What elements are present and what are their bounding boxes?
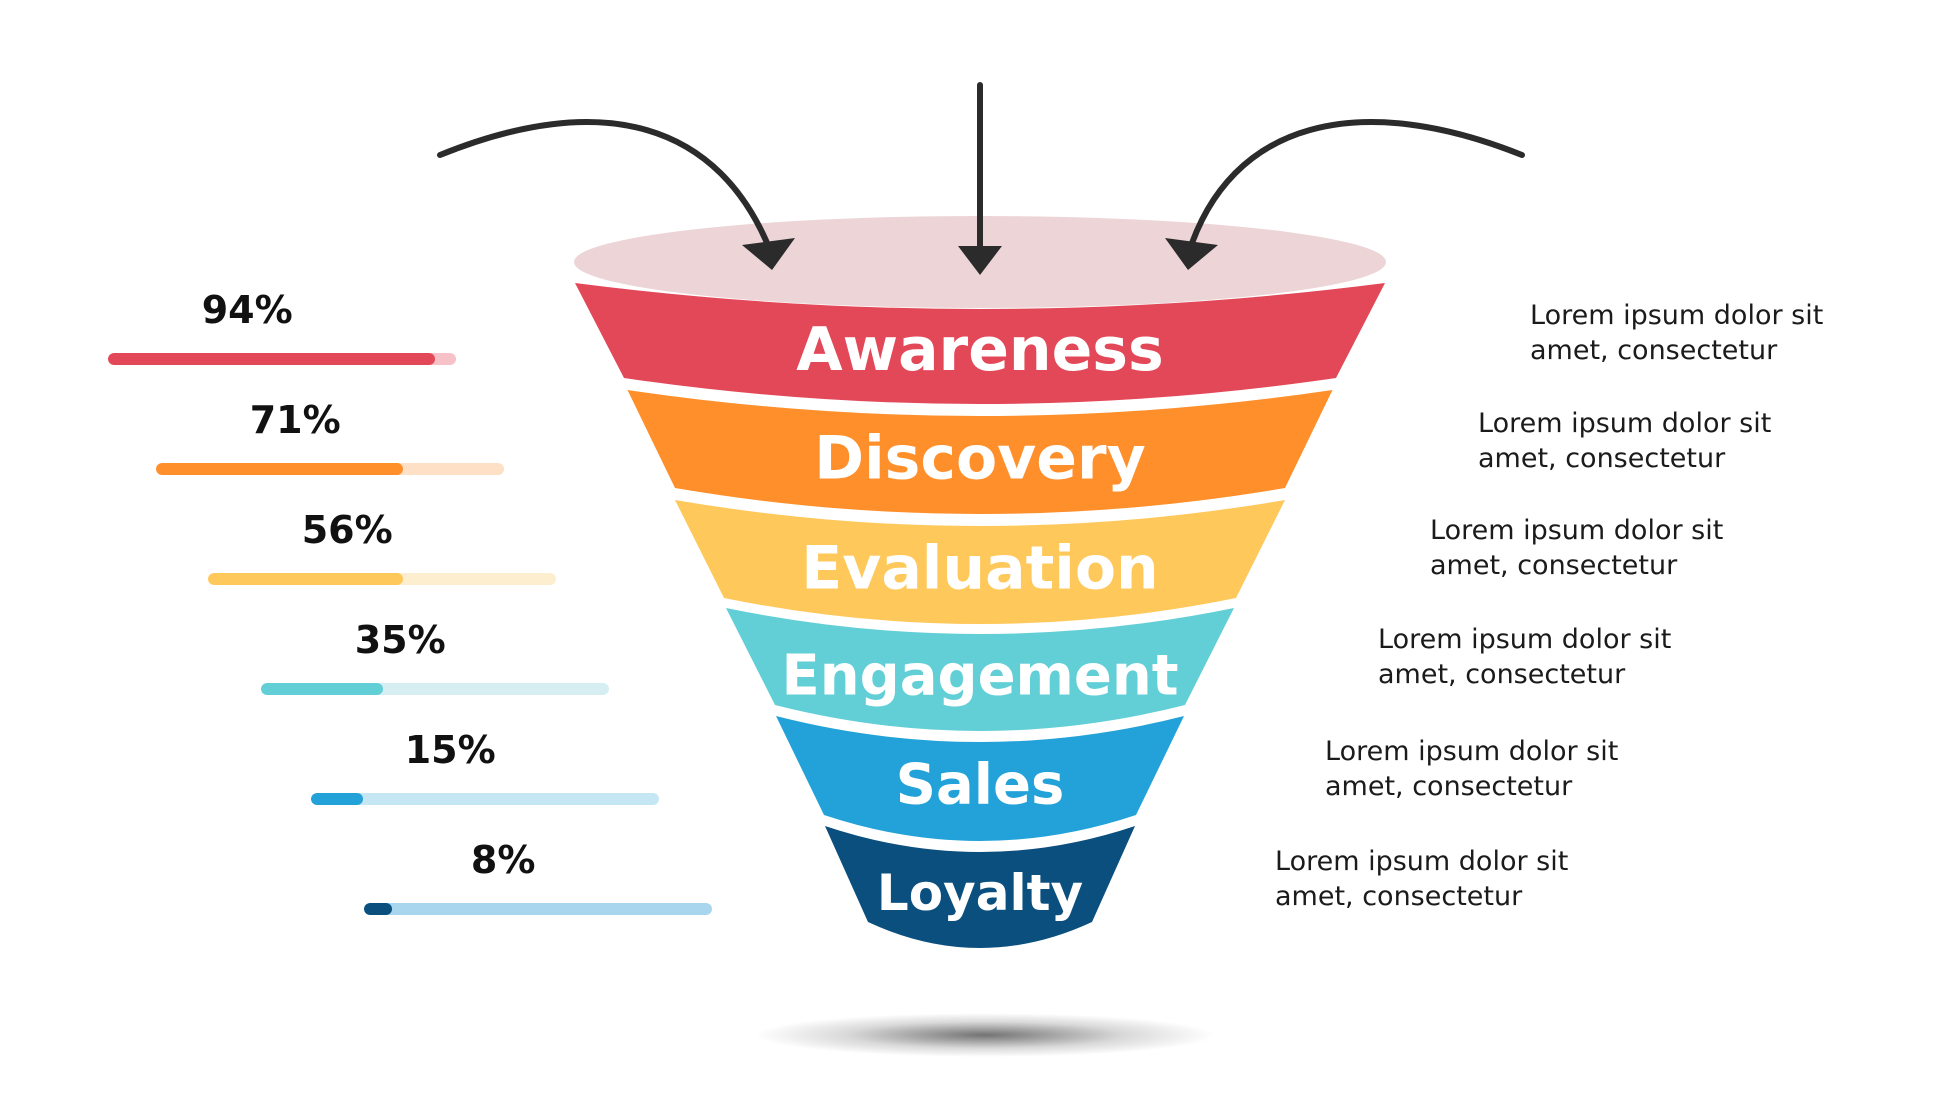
- percent-label: 71%: [249, 398, 341, 442]
- funnel-label-loyalty: Loyalty: [877, 864, 1083, 922]
- progress-bar-fill: [311, 793, 364, 805]
- funnel-segment-sales: [776, 716, 1184, 841]
- arrow-center-head: [958, 246, 1002, 275]
- funnel-label-engagement: Engagement: [781, 644, 1178, 709]
- progress-bar-track: [108, 353, 456, 365]
- percent-label: 8%: [470, 838, 536, 882]
- inflow-arrows: [437, 82, 1525, 275]
- funnel-segment-engagement: [726, 608, 1234, 731]
- funnel-label-awareness: Awareness: [796, 315, 1163, 385]
- stage-description: Lorem ipsum dolor sit amet, consectetur: [1530, 300, 1824, 366]
- progress-bar-fill: [364, 903, 392, 915]
- percent-label: 35%: [354, 618, 446, 662]
- stage-description: Lorem ipsum dolor sit amet, consectetur: [1478, 408, 1772, 474]
- funnel-segment-loyalty: [825, 826, 1135, 948]
- funnel-segment-awareness: [575, 283, 1385, 404]
- percent-label: 15%: [404, 728, 496, 772]
- funnel-label-discovery: Discovery: [814, 424, 1145, 494]
- progress-bar-track: [156, 463, 504, 475]
- progress-bar-fill: [156, 463, 404, 475]
- stage-description: Lorem ipsum dolor sit amet, consectetur: [1275, 846, 1569, 912]
- arrow-right-head: [1165, 238, 1218, 270]
- progress-bar-track: [261, 683, 609, 695]
- funnel-label-sales: Sales: [896, 753, 1065, 818]
- arrow-left-line: [437, 119, 775, 258]
- progress-bar-fill: [261, 683, 383, 695]
- progress-bar-fill: [208, 573, 403, 585]
- arrow-right-line: [1185, 119, 1525, 258]
- funnel-segment-discovery: [627, 390, 1333, 514]
- funnel-segment-evaluation: [675, 500, 1285, 624]
- progress-bar-track: [364, 903, 712, 915]
- funnel-label-evaluation: Evaluation: [801, 534, 1159, 604]
- stage-description: Lorem ipsum dolor sit amet, consectetur: [1430, 515, 1724, 581]
- progress-bar-track: [208, 573, 556, 585]
- progress-bar-fill: [108, 353, 436, 365]
- progress-bar-track: [311, 793, 659, 805]
- arrow-left-head: [742, 238, 795, 270]
- stage-description: Lorem ipsum dolor sit amet, consectetur: [1325, 736, 1619, 802]
- percent-label: 94%: [201, 288, 293, 332]
- percent-label: 56%: [301, 508, 393, 552]
- funnel-shadow: [755, 1013, 1215, 1057]
- stage-description: Lorem ipsum dolor sit amet, consectetur: [1378, 624, 1672, 690]
